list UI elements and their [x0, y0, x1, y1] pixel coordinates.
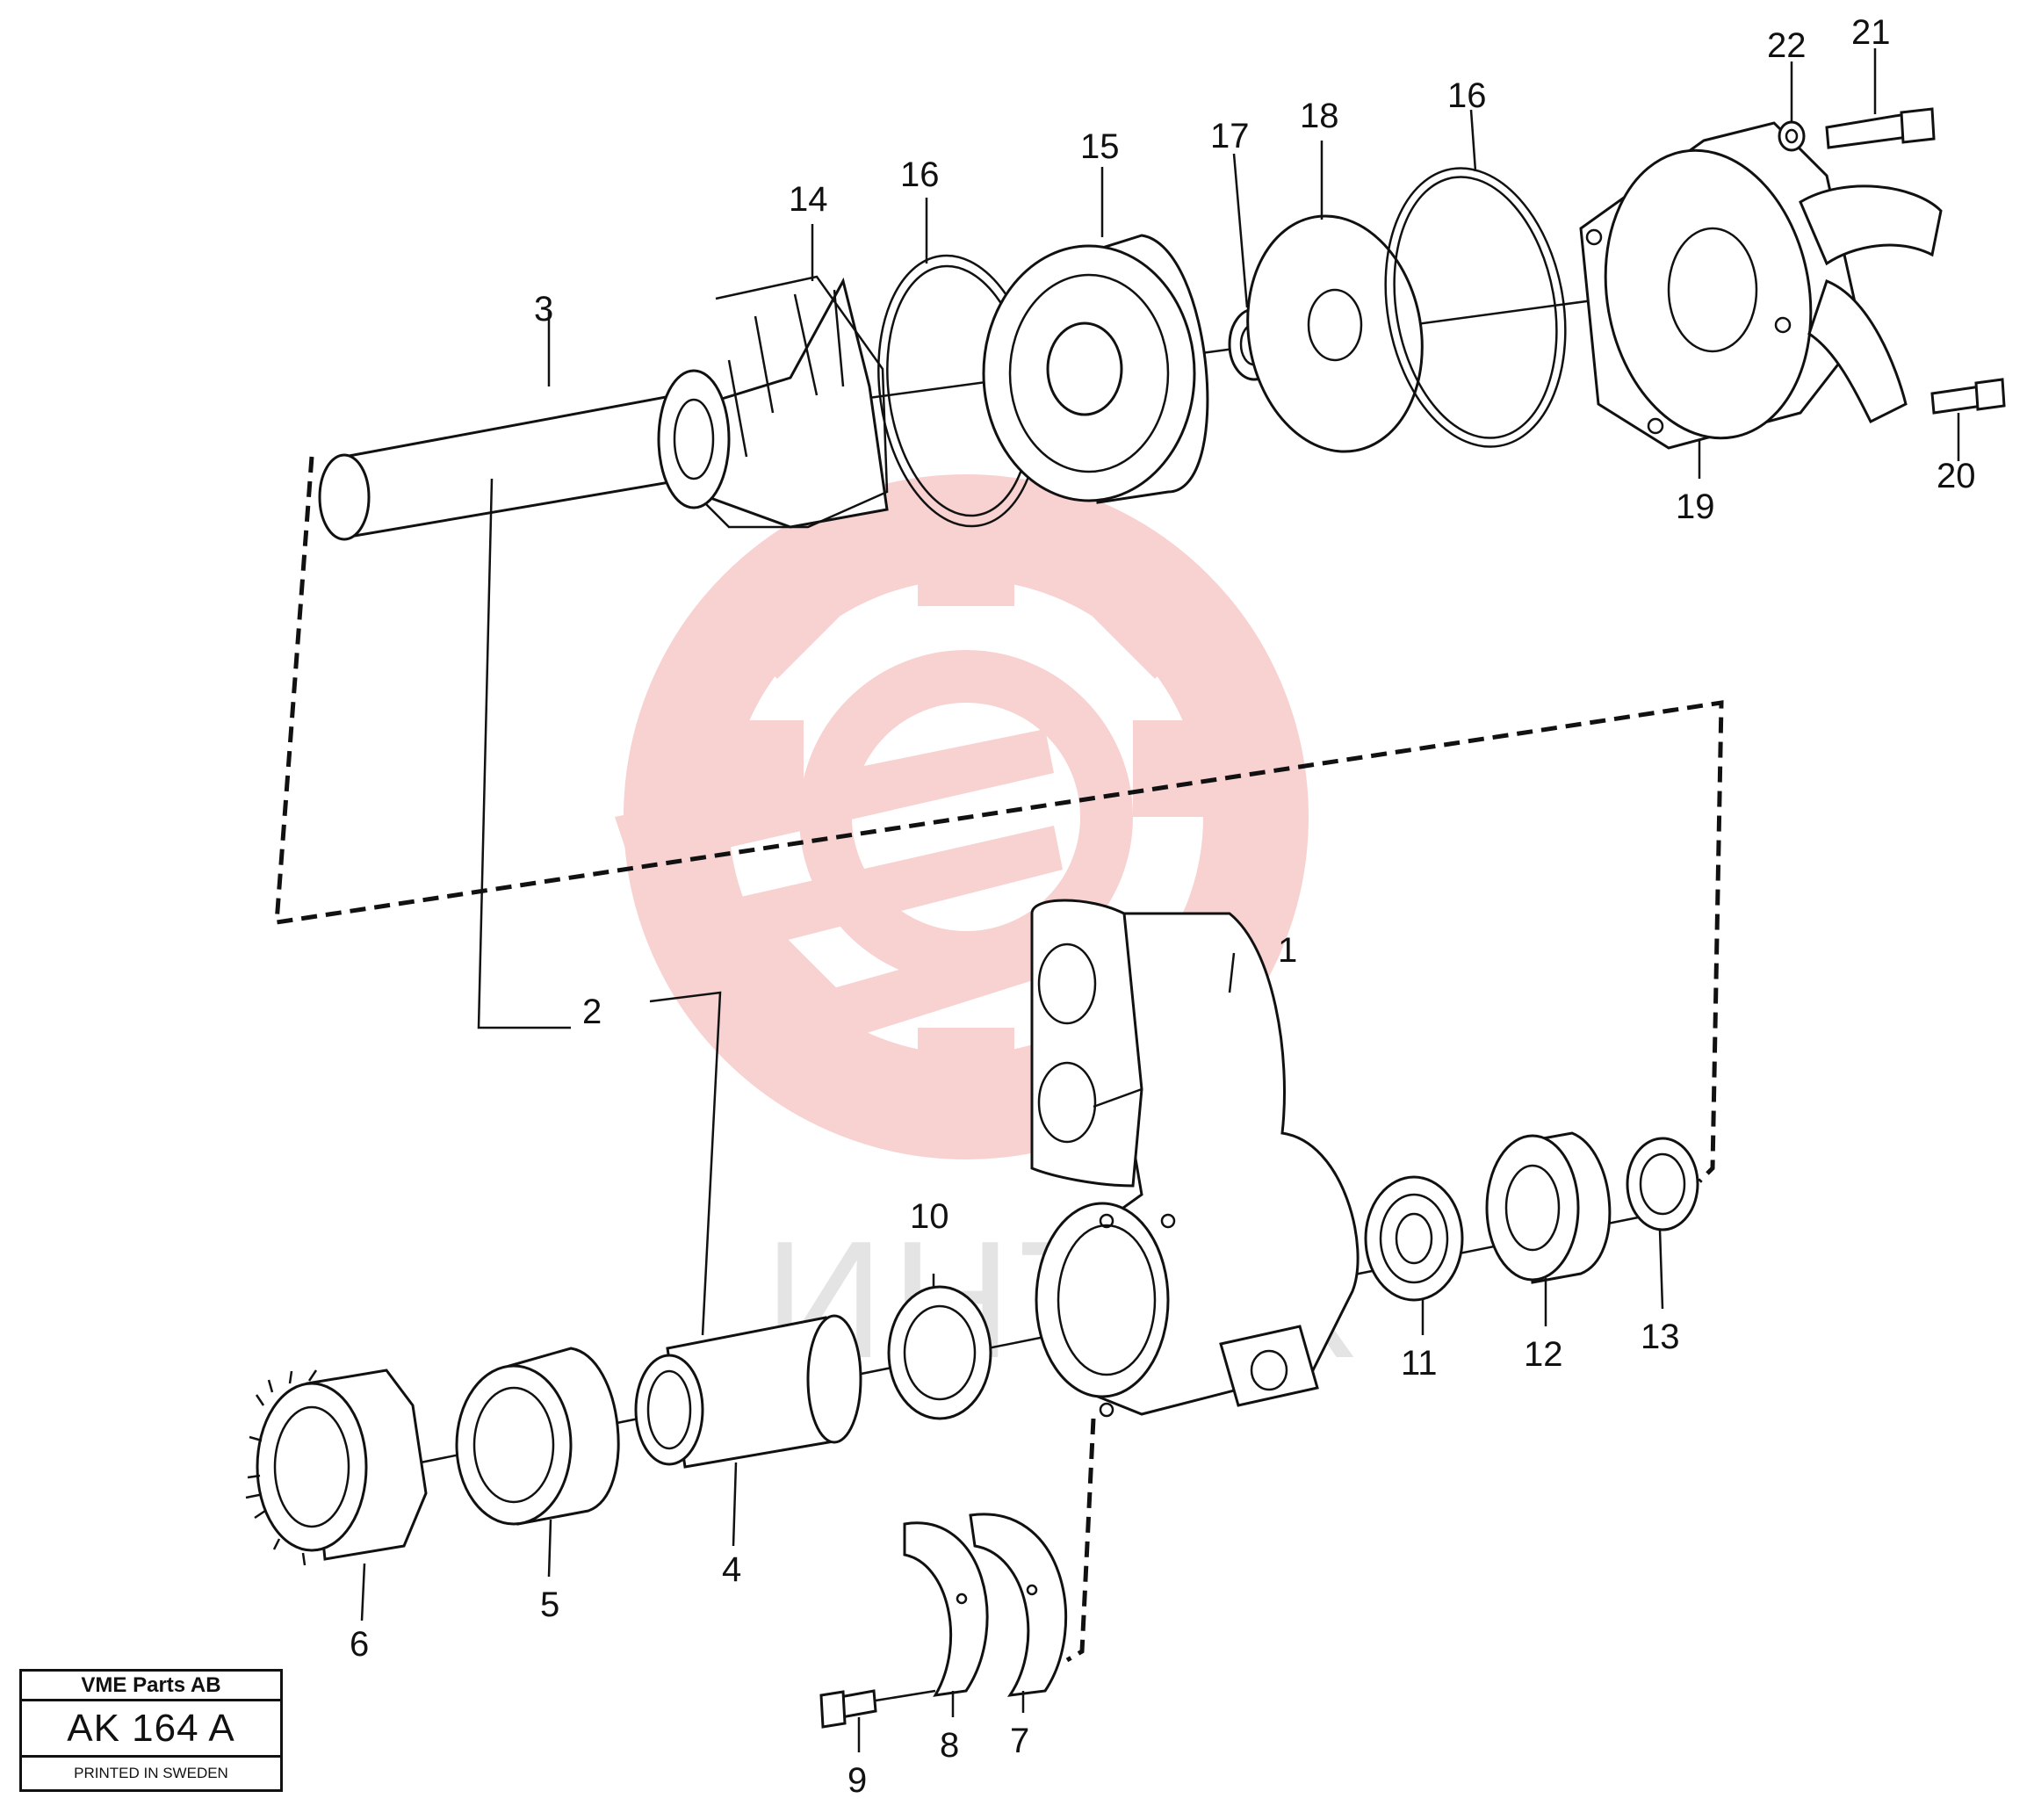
title-block-drawing-number: AK 164 A	[22, 1701, 280, 1758]
part-12-seal-carrier	[1485, 1131, 1612, 1284]
title-block-footer: PRINTED IN SWEDEN	[74, 1765, 228, 1781]
part-3-shaft	[318, 392, 687, 541]
callout-13: 13	[1641, 1318, 1680, 1356]
callout-20: 20	[1937, 457, 1976, 495]
part-4-sleeve	[634, 1314, 862, 1469]
callout-19: 19	[1676, 488, 1715, 526]
callout-21: 21	[1851, 13, 1891, 52]
part-13-ring	[1626, 1137, 1699, 1231]
part-5-bearing	[455, 1347, 620, 1526]
part-1-pump-housing	[1030, 899, 1360, 1418]
part-15-seal-housing	[982, 234, 1209, 504]
callout-14: 14	[789, 180, 828, 219]
title-block: VME Parts AB AK 164 A PRINTED IN SWEDEN	[19, 1669, 283, 1792]
part-16-o-ring-right	[1384, 167, 1567, 448]
part-20-bolt	[1930, 378, 2006, 415]
callout-18: 18	[1300, 97, 1339, 135]
part-9-screw	[819, 1689, 936, 1729]
part-14-impeller	[657, 275, 889, 529]
callout-16-right: 16	[1447, 76, 1487, 115]
part-21-bolt	[1825, 107, 1936, 149]
part-7-bearing-cap	[969, 1513, 1068, 1697]
callout-3: 3	[534, 290, 553, 329]
callout-16-left: 16	[900, 155, 940, 194]
leader-lines	[360, 48, 1960, 1752]
part-6-gear	[247, 1369, 428, 1566]
callout-10: 10	[910, 1197, 949, 1236]
callout-8: 8	[940, 1726, 959, 1765]
callout-9: 9	[848, 1761, 867, 1800]
callout-11: 11	[1401, 1344, 1438, 1383]
callout-4: 4	[722, 1550, 741, 1589]
callout-6: 6	[350, 1625, 369, 1664]
dashed-link-housing-to-bearing-caps	[1065, 1418, 1096, 1663]
part-10-seal-ring	[887, 1285, 992, 1420]
callout-5: 5	[540, 1585, 559, 1624]
part-18-slinger-disc	[1246, 214, 1424, 453]
title-block-company: VME Parts AB	[22, 1672, 280, 1701]
callout-7: 7	[1010, 1722, 1029, 1760]
callout-17: 17	[1210, 117, 1250, 155]
part-22-washer	[1778, 120, 1806, 152]
callout-15: 15	[1080, 127, 1120, 166]
callout-12: 12	[1524, 1335, 1563, 1374]
callout-1: 1	[1278, 931, 1297, 970]
part-8-bearing-cap	[903, 1521, 989, 1697]
dashed-link-shaft-to-housing	[274, 456, 1724, 1183]
part-19-pump-cover	[1579, 121, 1943, 450]
part-11-bearing	[1364, 1175, 1464, 1302]
callout-22: 22	[1767, 26, 1807, 65]
callout-2: 2	[582, 993, 602, 1031]
